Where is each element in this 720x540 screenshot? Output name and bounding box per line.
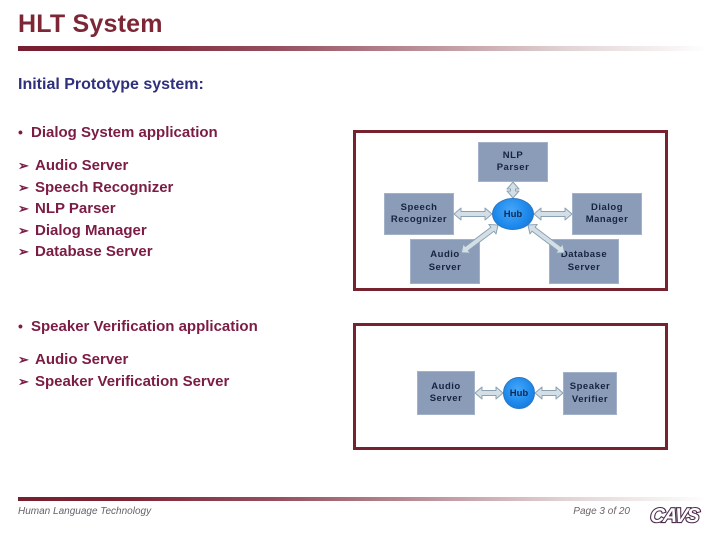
node-database-server: Database Server bbox=[549, 239, 619, 284]
list-item-label: Speaker Verification Server bbox=[35, 372, 230, 390]
section-1-list: ➢ Audio Server ➢ Speech Recognizer ➢ NLP Pa… bbox=[18, 155, 173, 263]
list-item: ➢ Dialog Manager bbox=[18, 220, 173, 242]
list-item: ➢ Speech Recognizer bbox=[18, 177, 173, 199]
section-2-list: ➢ Audio Server ➢ Speaker Verification Serv… bbox=[18, 349, 229, 392]
list-item-label: NLP Parser bbox=[35, 200, 116, 217]
arrow-bullet-icon: ➢ bbox=[18, 373, 29, 389]
node-speaker-verifier-label: Speaker Verifier bbox=[569, 381, 611, 405]
node-speech-recognizer: Speech Recognizer bbox=[384, 193, 454, 235]
hub-node-2: Hub bbox=[503, 377, 535, 409]
list-item-label: Speech Recognizer bbox=[35, 178, 174, 196]
hub-node: Hub bbox=[492, 198, 534, 230]
page-number: Page 3 of 20 bbox=[573, 506, 630, 517]
section-1-heading-label: Dialog System application bbox=[31, 124, 218, 141]
list-item: ➢ NLP Parser bbox=[18, 198, 173, 220]
footer-text: Human Language Technology bbox=[18, 506, 152, 517]
node-nlp-parser: NLP Parser bbox=[478, 142, 548, 182]
connector-arrow-nlp-hub bbox=[506, 181, 520, 199]
hub-node-2-label: Hub bbox=[509, 387, 529, 399]
intro-label: Initial Prototype system: bbox=[18, 76, 204, 93]
node-speaker-verifier: Speaker Verifier bbox=[563, 372, 617, 415]
speaker-verification-diagram: Audio Server Speaker Verifier Hub bbox=[353, 323, 668, 450]
list-item-label: Dialog Manager bbox=[35, 221, 147, 239]
connector-arrow-hub-dialog bbox=[533, 207, 573, 221]
node-speech-recognizer-label: Speech Recognizer bbox=[390, 201, 448, 225]
list-item-label: Audio Server bbox=[35, 157, 129, 174]
connector-arrow-audio-hub bbox=[474, 386, 504, 400]
node-database-server-label: Database Server bbox=[560, 249, 608, 273]
section-2-heading-label: Speaker Verification application bbox=[31, 318, 258, 335]
arrow-bullet-icon: ➢ bbox=[18, 244, 29, 259]
node-audio-server-2-label: Audio Server bbox=[429, 380, 463, 404]
connector-arrow-hub-speaker bbox=[534, 386, 564, 400]
title-underline bbox=[18, 46, 706, 51]
list-item: ➢ Audio Server bbox=[18, 349, 229, 371]
connector-arrow-speech-hub bbox=[453, 207, 493, 221]
node-dialog-manager-label: Dialog Manager bbox=[585, 201, 629, 225]
footer-divider bbox=[18, 497, 706, 501]
list-item-label: Audio Server bbox=[35, 351, 129, 368]
node-audio-server-label: Audio Server bbox=[428, 249, 462, 273]
page-title: HLT System bbox=[18, 10, 163, 38]
cavs-logo-text: CAVS bbox=[649, 505, 701, 527]
dialog-system-diagram: NLP Parser Speech Recognizer Dialog Mana… bbox=[353, 130, 668, 291]
arrow-bullet-icon: ➢ bbox=[18, 179, 29, 195]
arrow-bullet-icon: ➢ bbox=[18, 352, 29, 367]
node-audio-server-2: Audio Server bbox=[417, 371, 475, 415]
dot-bullet-icon: • bbox=[18, 124, 23, 140]
list-item: ➢ Speaker Verification Server bbox=[18, 371, 229, 393]
node-nlp-parser-label: NLP Parser bbox=[496, 149, 530, 173]
list-item: ➢ Database Server bbox=[18, 241, 173, 263]
section-2-heading: • Speaker Verification application bbox=[18, 318, 258, 335]
list-item-label: Database Server bbox=[35, 243, 153, 260]
arrow-bullet-icon: ➢ bbox=[18, 201, 29, 216]
list-item: ➢ Audio Server bbox=[18, 155, 173, 177]
cavs-logo: CAVS bbox=[648, 504, 703, 528]
node-dialog-manager: Dialog Manager bbox=[572, 193, 642, 235]
node-audio-server: Audio Server bbox=[410, 239, 480, 284]
arrow-bullet-icon: ➢ bbox=[18, 222, 29, 238]
dot-bullet-icon: • bbox=[18, 318, 23, 334]
section-1-heading: • Dialog System application bbox=[18, 124, 218, 141]
hub-node-label: Hub bbox=[503, 208, 523, 220]
arrow-bullet-icon: ➢ bbox=[18, 158, 29, 173]
